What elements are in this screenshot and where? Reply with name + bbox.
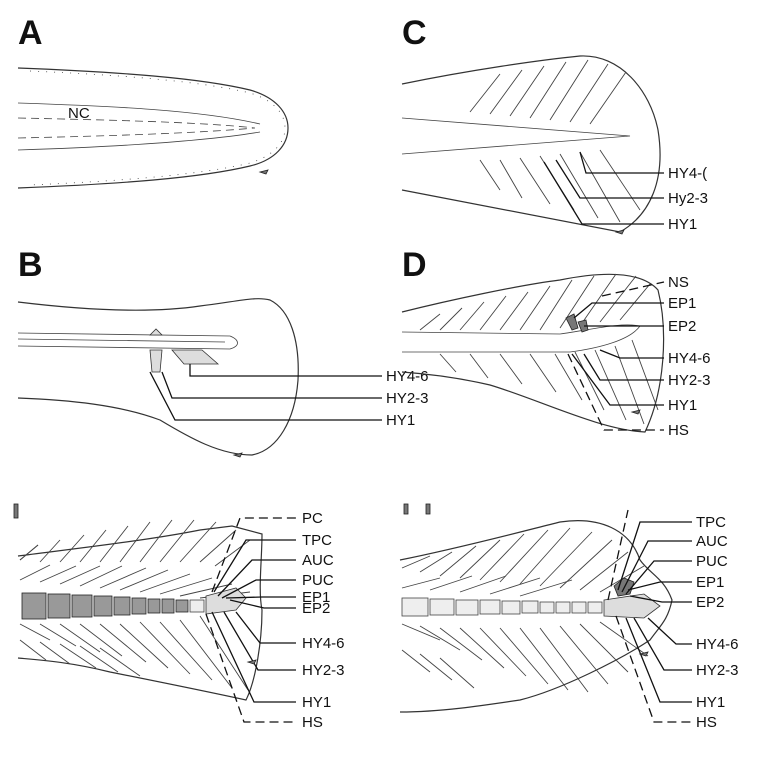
label-ns: NS <box>668 274 689 291</box>
label-hy1: HY1 <box>668 397 697 414</box>
label-puc: PUC <box>696 553 728 570</box>
label-hy23: HY2-3 <box>696 662 739 679</box>
scale-bar-marker <box>616 230 624 234</box>
panel-letter-c: C <box>402 14 427 52</box>
panel-a: A NC <box>18 14 288 188</box>
panel-d: D NS EP1 EP2 HY4-6 HY2-3 HY1 HS <box>402 246 711 439</box>
label-hs: HS <box>302 714 323 731</box>
leader-ns <box>602 282 664 296</box>
label-hy46: HY4-6 <box>386 368 429 385</box>
panel-f: TPC AUC PUC EP1 EP2 HY4-6 HY2-3 HY1 HS <box>400 504 739 731</box>
panel-e: PC TPC AUC PUC EP1 EP2 HY4-6 HY2-3 HY1 H… <box>14 504 345 731</box>
label-hy46: HY4-6 <box>668 350 711 367</box>
notochord-dashed-sheath <box>18 118 255 138</box>
label-hy46: HY4-( <box>668 165 707 182</box>
fin-margin-ticks <box>30 71 285 185</box>
fin-fold-outline <box>402 274 664 432</box>
panel-letter-a: A <box>18 14 43 52</box>
fin-rays-dorsal <box>20 520 250 598</box>
vertebral-column <box>402 594 660 618</box>
label-hy1: HY1 <box>696 694 725 711</box>
fin-rays-dorsal <box>402 528 644 596</box>
label-hy1: HY1 <box>302 694 331 711</box>
notochord <box>402 118 630 154</box>
label-hy23: HY2-3 <box>668 372 711 389</box>
panel-letter-b: B <box>18 246 43 284</box>
leader-hy46 <box>236 612 296 643</box>
fin-rays-dorsal <box>420 274 650 330</box>
scale-bar-marker <box>260 170 268 174</box>
leader-hs <box>616 616 692 722</box>
fin-fold-outline <box>18 299 298 455</box>
label-pc: PC <box>302 510 323 527</box>
leader-hy1 <box>150 372 382 420</box>
label-hy1: HY1 <box>386 412 415 429</box>
scale-bar-marker <box>632 410 640 414</box>
panel-letter-f-cropped-2 <box>426 504 430 514</box>
panel-letter-e-cropped <box>14 504 18 518</box>
label-ep1: EP1 <box>668 295 696 312</box>
leader-tpc <box>214 540 296 592</box>
fin-rays-ventral <box>480 150 640 222</box>
fin-fold-outline <box>18 68 288 188</box>
leader-hy1 <box>544 162 664 224</box>
leader-hs <box>568 354 664 430</box>
label-puc: PUC <box>302 572 334 589</box>
panel-letter-f-cropped-1 <box>404 504 408 514</box>
epural-elements <box>566 314 588 332</box>
panel-b: B HY4-6 HY2-3 HY1 <box>18 246 429 457</box>
panel-c: C HY4-( Hy2-3 HY1 <box>402 14 708 234</box>
label-hy46: HY4-6 <box>696 636 739 653</box>
leader-hy46 <box>648 618 692 644</box>
leader-hs <box>206 614 296 722</box>
notochord <box>18 333 238 349</box>
fin-rays-dorsal <box>470 60 626 124</box>
label-ep2: EP2 <box>302 600 330 617</box>
label-hy23: HY2-3 <box>386 390 429 407</box>
label-auc: AUC <box>696 533 728 550</box>
leader-hy1 <box>626 618 692 702</box>
label-hs: HS <box>696 714 717 731</box>
label-auc: AUC <box>302 552 334 569</box>
label-hy23: HY2-3 <box>302 662 345 679</box>
label-hs: HS <box>668 422 689 439</box>
label-ep1: EP1 <box>696 574 724 591</box>
leader-hy1 <box>212 612 296 702</box>
notochord-inner <box>18 339 225 342</box>
label-ep2: EP2 <box>668 318 696 335</box>
leader-hy46 <box>600 350 664 358</box>
panel-letter-d: D <box>402 246 427 284</box>
leader-hy46 <box>580 152 664 173</box>
leader-hy46 <box>190 364 382 376</box>
label-hy46: HY4-6 <box>302 635 345 652</box>
label-hy1: HY1 <box>668 216 697 233</box>
label-nc: NC <box>68 105 90 122</box>
fin-rays-ventral <box>440 340 658 424</box>
leader-ep1 <box>628 582 692 590</box>
label-tpc: TPC <box>696 514 726 531</box>
label-ep2: EP2 <box>696 594 724 611</box>
label-hy23: Hy2-3 <box>668 190 708 207</box>
fin-rays-ventral <box>402 622 648 692</box>
label-tpc: TPC <box>302 532 332 549</box>
